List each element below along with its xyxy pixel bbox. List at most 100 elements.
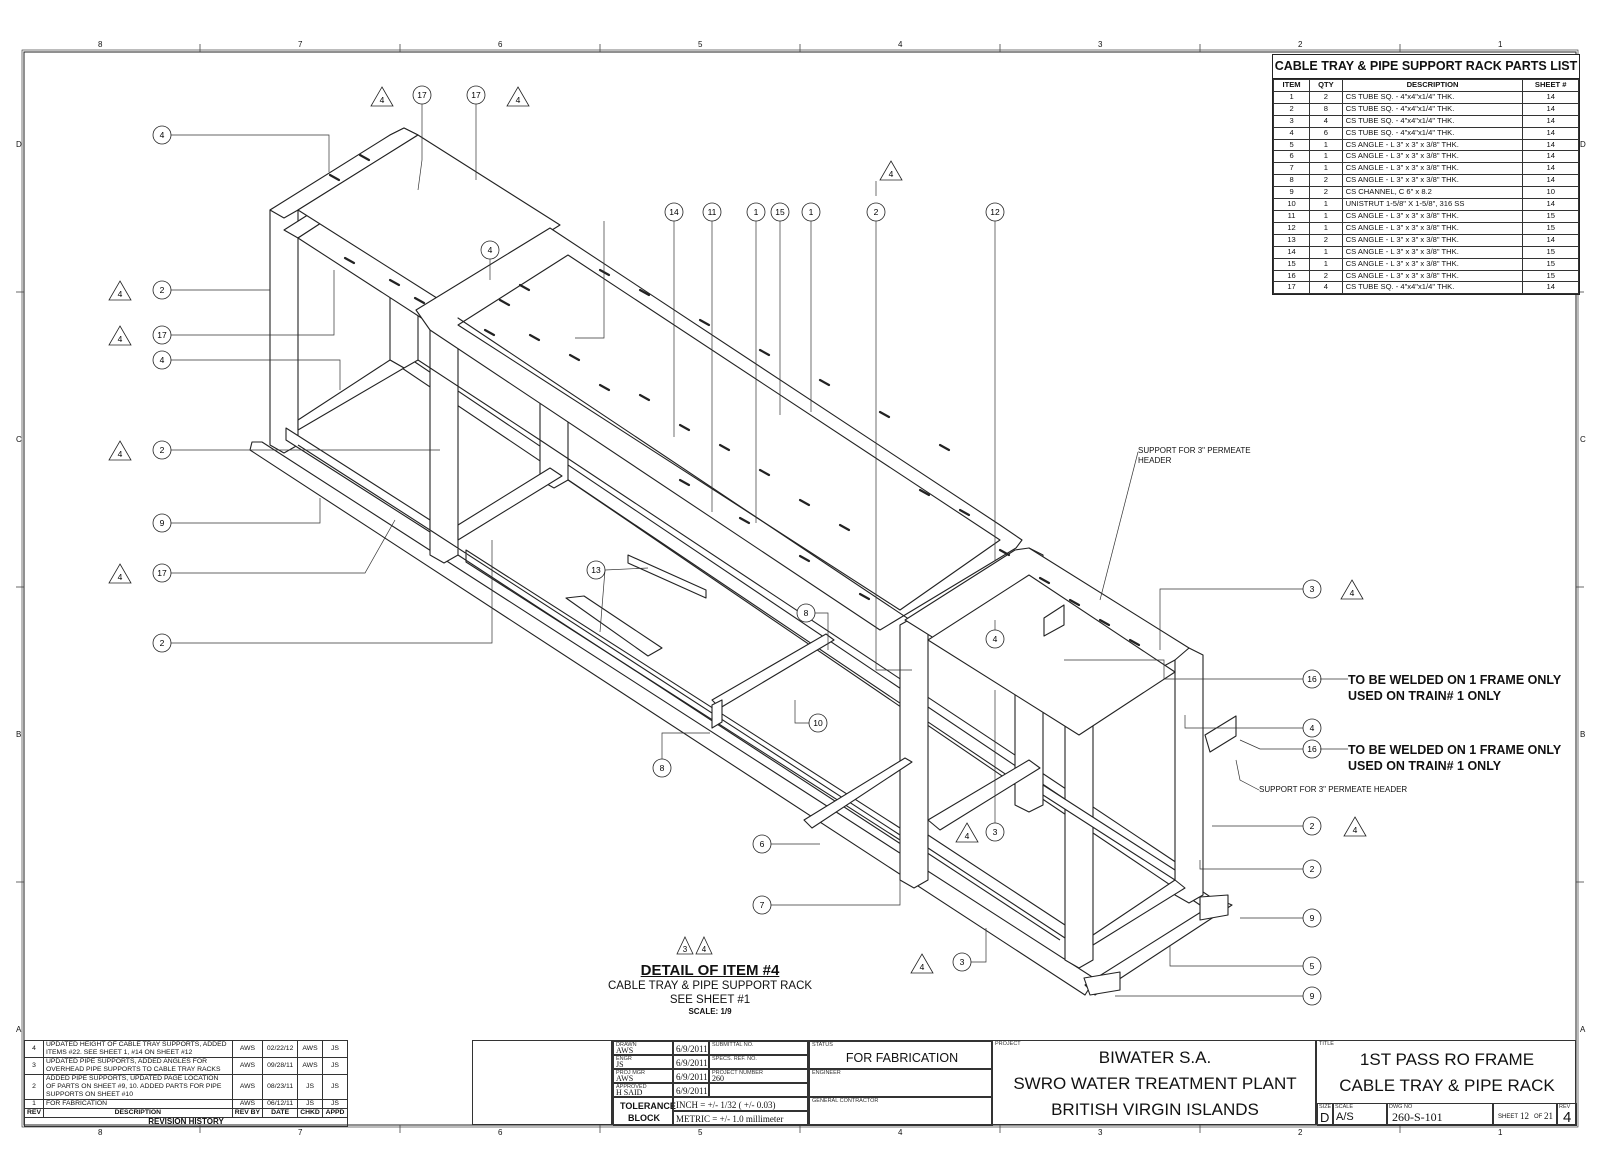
revision-cell: FOR FABRICATION <box>42 1099 233 1109</box>
balloon-label: 4 <box>488 245 493 255</box>
slot-mark <box>498 298 511 307</box>
item-balloon: 1 <box>746 202 766 222</box>
leader-line <box>171 359 341 390</box>
revision-triangle: 4 <box>370 86 394 107</box>
parts-cell: 10 <box>1522 186 1579 200</box>
balloon-label: 12 <box>990 207 1000 217</box>
leader-line <box>971 928 987 963</box>
balloon-label: 7 <box>760 900 765 910</box>
parts-cell: CS ANGLE - L 3" x 3" x 3/8" THK. <box>1341 233 1524 247</box>
item-balloon: 2 <box>1302 816 1322 836</box>
balloon-label: 17 <box>471 90 481 100</box>
specs-label: SPECS. REF. NO. <box>712 1056 757 1062</box>
revision-triangle: 4 <box>108 325 132 346</box>
slot-mark <box>483 328 496 337</box>
item-13-angle-upper <box>627 554 707 599</box>
item-balloon: 8 <box>796 603 816 623</box>
date-3: 6/9/2011 <box>676 1072 708 1082</box>
drawn-value: AWS <box>616 1046 634 1055</box>
approved-value: H SAID <box>616 1088 643 1097</box>
parts-cell: 2 <box>1272 102 1311 116</box>
balloon-label: 3 <box>1310 584 1315 594</box>
date-4: 6/9/2011 <box>676 1086 708 1096</box>
approved-label: APPROVED <box>616 1084 647 1090</box>
parts-cell: CS TUBE SQ. - 4"x4"x1/4" THK. <box>1341 102 1524 116</box>
proj-mgr-value: AWS <box>616 1074 634 1083</box>
leader-line <box>1169 945 1303 967</box>
rack-frame-drawing <box>249 127 1237 996</box>
parts-cell: CS TUBE SQ. - 4"x4"x1/4" THK. <box>1341 90 1524 104</box>
item-balloon: 4 <box>480 240 500 260</box>
revision-cell: JS <box>297 1074 324 1100</box>
parts-cell: 14 <box>1522 114 1579 128</box>
parts-cell: 12 <box>1272 221 1311 235</box>
tolerance-metric: METRIC = +/- 1.0 millimeter <box>676 1114 784 1124</box>
parts-cell: CS TUBE SQ. - 4"x4"x1/4" THK. <box>1341 114 1524 128</box>
balloon-label: 9 <box>160 518 165 528</box>
parts-cell: 14 <box>1522 281 1579 295</box>
revision-history-title: REVISION HISTORY <box>24 1117 348 1127</box>
balloon-label: 5 <box>1310 961 1315 971</box>
status-label: STATUS <box>812 1042 833 1048</box>
leader-line <box>171 270 335 336</box>
item-balloon: 12 <box>985 202 1005 222</box>
parts-cell: 14 <box>1522 138 1579 152</box>
revision-cell: AWS <box>231 1057 264 1075</box>
item-balloon: 4 <box>152 350 172 370</box>
blank-cell <box>472 1040 612 1125</box>
balloon-label: 4 <box>118 572 123 582</box>
parts-cell: 2 <box>1309 174 1343 188</box>
revision-cell: AWS <box>231 1074 264 1100</box>
title-label: TITLE <box>1319 1041 1334 1047</box>
zone-col-label: 5 <box>698 40 703 49</box>
balloon-label: 4 <box>118 334 123 344</box>
item-16-angle-a <box>1043 604 1065 637</box>
revision-cell: AWS <box>297 1057 324 1075</box>
item-balloon: 11 <box>702 202 722 222</box>
slot-mark <box>328 173 341 182</box>
balloon-label: 2 <box>160 285 165 295</box>
revision-header-2: REV BY <box>231 1108 264 1118</box>
revision-cell: 06/12/11 <box>262 1099 299 1109</box>
balloon-label: 13 <box>591 565 601 575</box>
gc-label: GENERAL CONTRACTOR <box>812 1098 879 1104</box>
revision-header-5: APPD <box>322 1108 348 1118</box>
slot-mark <box>343 256 356 265</box>
parts-cell: 1 <box>1309 150 1343 164</box>
parts-cell: 4 <box>1309 281 1343 295</box>
scale-label: SCALE <box>1335 1104 1354 1110</box>
revision-cell: UPDATED PIPE SUPPORTS, ADDED ANGLES FOR … <box>42 1057 233 1075</box>
revision-cell: UPDATED HEIGHT OF CABLE TRAY SUPPORTS, A… <box>42 1040 233 1058</box>
item-balloon: 6 <box>752 834 772 854</box>
revision-triangle: 4 <box>910 953 934 974</box>
project-cell: PROJECT BIWATER S.A. SWRO WATER TREATMEN… <box>992 1040 1316 1125</box>
leader-line <box>1064 659 1303 680</box>
parts-cell: 2 <box>1309 90 1343 104</box>
detail-rev-tri-1: 3 <box>683 945 688 954</box>
parts-cell: 5 <box>1272 138 1311 152</box>
leader-line <box>661 732 710 759</box>
status-value: FOR FABRICATION <box>845 1051 959 1065</box>
zone-col-label: 3 <box>1098 1128 1103 1137</box>
revision-cell: JS <box>322 1099 348 1109</box>
balloon-label: 9 <box>1310 991 1315 1001</box>
parts-cell: 10 <box>1272 198 1311 211</box>
parts-cell: CS ANGLE - L 3" x 3" x 3/8" THK. <box>1341 138 1524 152</box>
parts-cell: 14 <box>1522 150 1579 164</box>
revision-triangle: 4 <box>879 160 903 181</box>
detail-rev-tri-2: 4 <box>702 945 707 954</box>
zone-row-label: C <box>1580 435 1586 444</box>
zone-row-label: D <box>16 140 22 149</box>
item-8-angle <box>711 699 723 729</box>
item-balloon: 4 <box>1302 718 1322 738</box>
date-1: 6/9/2011 <box>676 1044 708 1054</box>
balloon-label: 6 <box>760 839 765 849</box>
revision-triangle: 4 <box>1343 816 1367 837</box>
parts-cell: 15 <box>1522 209 1579 223</box>
